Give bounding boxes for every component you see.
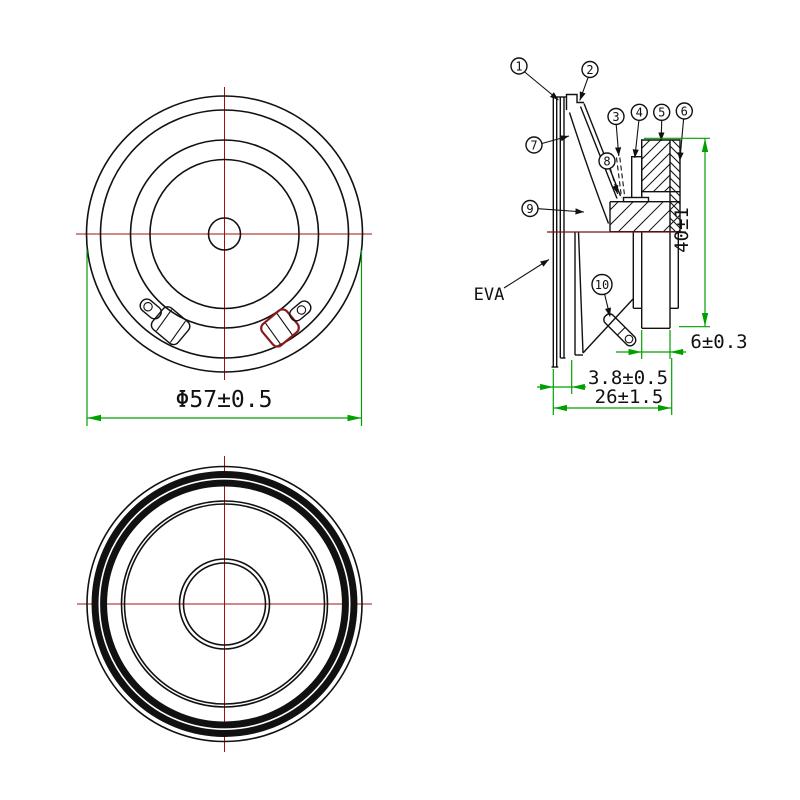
section-bottom-half — [574, 231, 679, 356]
front-outer-rim-circle — [85, 95, 364, 373]
callout-3-label: 3 — [612, 110, 619, 124]
callout-2-label: 2 — [586, 63, 593, 77]
cone-line-outer — [583, 103, 622, 197]
back-basket-circle-inner — [123, 503, 326, 705]
magnet-hatch — [610, 201, 680, 232]
dim26-label: 26±1.5 — [595, 386, 664, 408]
lug-side-body — [603, 313, 637, 347]
terminal-left-tab — [139, 298, 162, 320]
front-center-hole-circle — [207, 217, 242, 251]
top-plate-hatch — [641, 140, 671, 192]
callout-9-leader — [537, 208, 585, 215]
dim-magnet-diameter: 40±1 — [644, 137, 710, 328]
back-yoke-circle-inner — [182, 562, 267, 646]
front-view: Φ57±0.5 — [76, 87, 372, 426]
dim40-label: 40±1 — [671, 207, 693, 253]
callout-7-label: 7 — [530, 138, 537, 152]
dim38-arrow-left — [540, 383, 554, 391]
terminal-right-detail-line — [265, 322, 282, 345]
dim-arrow-left — [87, 414, 101, 422]
back-outer-rim-circle — [86, 465, 363, 743]
callout-8-leader — [609, 168, 619, 195]
terminal-lug-side-view — [603, 313, 637, 347]
voice-coil-dashed-line2 — [619, 157, 626, 198]
eva-label: EVA — [474, 285, 505, 305]
dim-total-depth: 26±1.5 — [553, 358, 673, 415]
callout-2-bubble — [581, 60, 599, 79]
dim-back-protrusion: 6±0.3 — [616, 330, 748, 359]
back-view — [77, 456, 372, 752]
terminal-left-detail-line — [156, 309, 173, 332]
dim40-arrow-bottom — [701, 313, 709, 327]
callout-8-bubble — [598, 152, 616, 170]
callout-9-label: 9 — [526, 202, 533, 216]
callout-4-label: 4 — [636, 106, 643, 120]
callout-3-bubble — [607, 107, 625, 126]
dim6-arrow-right — [670, 348, 684, 356]
section-view: EVA 1 2 3 4 5 6 7 — [474, 57, 748, 415]
callout-10-label: 10 — [595, 278, 609, 292]
callout-5-leader — [658, 120, 665, 142]
back-magnet-ring-split-line — [98, 477, 351, 730]
front-diameter-label: Φ57±0.5 — [176, 387, 273, 413]
dim26-arrow-right — [658, 404, 672, 412]
terminal-right-hole — [296, 305, 307, 315]
cone-line-inner — [579, 106, 618, 199]
callout-1-label: 1 — [515, 59, 522, 73]
callout-10-leader — [604, 294, 611, 317]
dim-front-stack: 3.8±0.5 — [537, 360, 668, 415]
dim6-label: 6±0.3 — [690, 331, 747, 353]
lug-side-hole — [624, 334, 634, 344]
dim38-label: 3.8±0.5 — [588, 367, 668, 389]
spider-ledge-plate — [622, 196, 650, 203]
front-diameter-dimension: Φ57±0.5 — [86, 250, 363, 426]
terminal-left-detail-line2 — [169, 320, 186, 343]
dim6-arrow-left — [628, 348, 642, 356]
hatch-lines-top-plate — [641, 140, 671, 192]
callout-6-bubble — [675, 102, 693, 120]
voice-coil-dashed-line1 — [615, 157, 623, 198]
terminal-left-block — [150, 306, 191, 346]
washer-plate — [631, 155, 643, 203]
callout-3-leader — [615, 124, 622, 157]
front-surround-circle — [129, 139, 320, 329]
dim40-arrow-top — [701, 138, 709, 152]
dim38-arrow-right — [571, 383, 585, 391]
back-yoke-circle-outer — [178, 558, 271, 650]
frame-front-flange — [565, 93, 584, 110]
callouts: 1 2 3 4 5 6 7 8 9 — [510, 57, 693, 317]
dim26-arrow-left — [553, 404, 567, 412]
callout-7-bubble — [525, 136, 543, 154]
callout-4-bubble — [630, 103, 648, 122]
terminal-right-block-highlight — [260, 308, 300, 348]
lug-side-detail — [616, 326, 626, 336]
dim-arrow-right — [347, 414, 362, 422]
callout-4-leader — [632, 120, 640, 159]
callout-6-label: 6 — [681, 104, 688, 118]
callout-5-label: 5 — [658, 106, 665, 120]
callout-10-bubble — [591, 273, 613, 296]
yoke-back-outline — [632, 232, 679, 329]
terminal-right-tab — [289, 300, 312, 322]
callout-6-leader — [677, 118, 685, 162]
hatch-lines-magnet — [610, 201, 680, 232]
frame-front-bottom-line2 — [577, 231, 584, 354]
callout-1-leader — [524, 71, 559, 101]
callout-7-leader — [541, 135, 570, 145]
terminal-left-hole — [143, 301, 153, 312]
callout-9-bubble — [521, 199, 539, 218]
callout-2-leader — [579, 77, 589, 101]
callout-8-label: 8 — [603, 154, 610, 168]
eva-leader-line — [503, 259, 550, 289]
back-basket-circle-outer — [120, 500, 329, 708]
front-cone-circle — [149, 158, 300, 310]
callout-1-bubble — [510, 57, 528, 75]
terminal-right-detail-line2 — [276, 313, 293, 336]
terminal-lug-right — [260, 300, 312, 348]
basket-curve — [568, 112, 610, 224]
terminal-lug-left — [139, 298, 191, 346]
callout-5-bubble — [653, 103, 671, 122]
front-mounting-ring-circle — [99, 109, 350, 359]
